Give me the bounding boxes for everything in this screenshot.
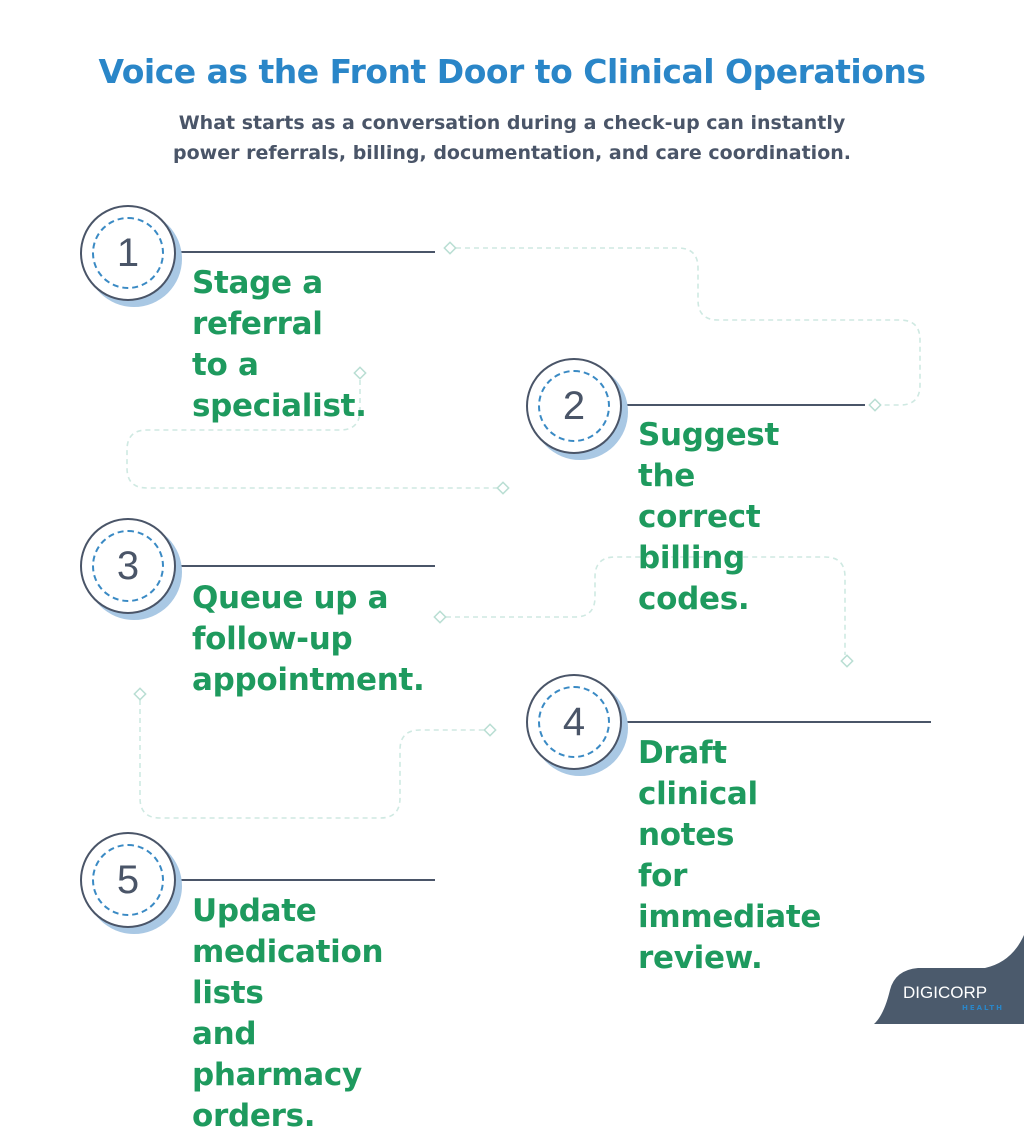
- step-rule: [176, 879, 435, 881]
- step-text: Queue up a follow-up appointment.: [192, 578, 425, 701]
- step-number: 5: [116, 858, 140, 902]
- step-text-line: billing codes.: [638, 540, 750, 617]
- step-text-line: Draft clinical notes: [638, 735, 758, 853]
- diamond-marker: [353, 366, 367, 380]
- logo: DIGICORP: [903, 983, 988, 1002]
- diamond-marker: [433, 610, 447, 624]
- connector-paths: [126, 241, 921, 819]
- step-text-line: Update medication lists: [192, 893, 384, 1011]
- diamond-marker: [868, 398, 882, 412]
- page-title: Voice as the Front Door to Clinical Oper…: [98, 52, 926, 91]
- step-number-badge: 2: [526, 358, 622, 454]
- step-text-line: Suggest the correct: [638, 417, 779, 535]
- step-text: Draft clinical notes for immediate revie…: [638, 733, 821, 979]
- logo-subtitle: HEALTH: [962, 1004, 1004, 1012]
- step-text-line: appointment.: [192, 662, 425, 698]
- step-number: 3: [116, 544, 140, 588]
- logo-background: [874, 935, 1024, 1024]
- step-number: 1: [116, 231, 140, 275]
- diamond-marker: [133, 687, 147, 701]
- step-rule: [176, 565, 435, 567]
- connector-1-2: [456, 247, 921, 406]
- step-text: Stage a referral to a specialist.: [192, 263, 367, 427]
- diamond-marker: [496, 481, 510, 495]
- step-number-badge: 3: [80, 518, 176, 614]
- diamond-marker: [443, 241, 457, 255]
- step-number-badge: 4: [526, 674, 622, 770]
- connector-4-5: [139, 700, 484, 819]
- step-text-line: to a specialist.: [192, 347, 367, 424]
- step-number-badge: 1: [80, 205, 176, 301]
- step-number: 2: [562, 384, 586, 428]
- diamond-marker: [840, 654, 854, 668]
- diamond-marker: [483, 723, 497, 737]
- step-text-line: and pharmacy orders.: [192, 1016, 362, 1134]
- step-text: Suggest the correct billing codes.: [638, 415, 779, 620]
- subtitle: What starts as a conversation during a c…: [0, 108, 1024, 168]
- step-text-line: Queue up a follow-up: [192, 580, 389, 657]
- step-rule: [622, 404, 865, 406]
- subtitle-line-2: power referrals, billing, documentation,…: [173, 142, 851, 164]
- connector-2-3: [126, 380, 497, 489]
- step-rule: [176, 251, 435, 253]
- step-number-badge: 5: [80, 832, 176, 928]
- step-text-line: for immediate review.: [638, 858, 822, 976]
- step-number: 4: [562, 700, 586, 744]
- step-rule: [622, 721, 931, 723]
- step-text-line: Stage a referral: [192, 265, 323, 342]
- subtitle-line-1: What starts as a conversation during a c…: [178, 112, 846, 134]
